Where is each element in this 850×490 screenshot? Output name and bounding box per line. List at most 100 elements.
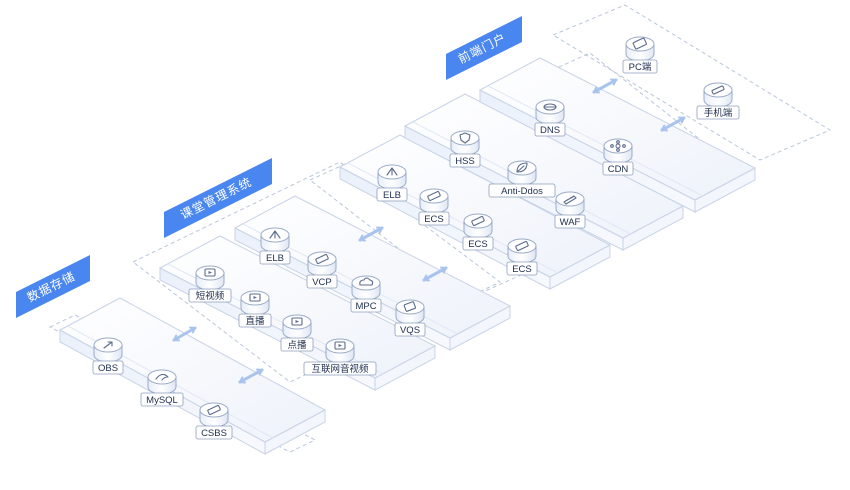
- service-label-box: [188, 288, 232, 303]
- upload-arrow-icon: [103, 341, 113, 349]
- connector-arrow-3: [422, 266, 448, 282]
- service-label-box: [449, 153, 481, 168]
- service-node-elb-2-0[interactable]: ELB: [376, 164, 408, 202]
- service-label: Anti-Ddos: [501, 186, 543, 197]
- server-icon: [427, 190, 441, 202]
- service-label-box: [554, 214, 586, 229]
- zone-title-banner-3: 前端门户: [446, 16, 522, 80]
- pc-icon: [632, 37, 647, 50]
- service-node-obs-0-0[interactable]: OBS: [92, 337, 124, 375]
- mobile-icon: [711, 85, 725, 95]
- vod-icon: [291, 317, 303, 326]
- service-label: DNS: [540, 125, 560, 136]
- service-node-mysql-0-1[interactable]: MySQL: [140, 369, 184, 407]
- service-label: 互联网音视频: [311, 363, 369, 375]
- av-icon: [334, 341, 346, 350]
- connector-arrow-2: [358, 226, 384, 242]
- connector-arrow-1: [238, 368, 264, 384]
- service-node-vqs-1-7[interactable]: VQS: [394, 299, 426, 337]
- zone-outline-1: [132, 161, 501, 383]
- service-label: 直播: [245, 315, 265, 327]
- service-label-box: [259, 250, 291, 265]
- service-node-anti-ddos-2-5[interactable]: Anti-Ddos: [488, 160, 556, 198]
- service-label: PC端: [629, 61, 652, 73]
- service-label-box: [350, 298, 382, 313]
- service-label: ECS: [512, 264, 532, 275]
- service-node-waf-2-6[interactable]: WAF: [554, 191, 586, 229]
- server-icon: [315, 253, 329, 265]
- service-label-box: [462, 236, 494, 251]
- connector-arrow-4: [592, 78, 618, 94]
- service-node-elb-1-4[interactable]: ELB: [259, 227, 291, 265]
- service-label-box: [394, 322, 426, 337]
- service-label: VCP: [312, 277, 332, 288]
- service-label-box: [303, 361, 377, 376]
- zone-outline-3: [551, 4, 832, 161]
- service-label: WAF: [560, 217, 581, 228]
- dolphin-icon: [155, 373, 169, 381]
- service-node-csbs-0-2[interactable]: CSBS: [195, 402, 233, 440]
- service-label-box: [306, 274, 338, 289]
- service-node-ecs-2-3[interactable]: ECS: [506, 238, 538, 276]
- service-label: MPC: [355, 301, 376, 312]
- service-label-box: [506, 261, 538, 276]
- service-label: OBS: [98, 363, 118, 374]
- service-node-ecs-2-1[interactable]: ECS: [418, 188, 450, 226]
- dns-icon: [543, 103, 557, 111]
- service-node-pc-3-2[interactable]: PC端: [622, 36, 658, 74]
- live-icon: [249, 293, 261, 302]
- service-label-box: [238, 313, 272, 328]
- service-label-box: [376, 187, 408, 202]
- service-label: MySQL: [146, 395, 178, 406]
- service-label-box: [195, 425, 233, 440]
- video-icon: [204, 268, 216, 277]
- service-node-dns-3-0[interactable]: DNS: [534, 99, 566, 137]
- service-node--3-3[interactable]: 手机端: [696, 82, 740, 120]
- service-node-hss-2-4[interactable]: HSS: [449, 130, 481, 168]
- service-node--1-2[interactable]: 点播: [280, 314, 314, 352]
- server-icon: [515, 240, 529, 252]
- service-label-box: [622, 59, 658, 74]
- service-label-box: [534, 122, 566, 137]
- service-label: ELB: [383, 190, 401, 201]
- shield-icon: [459, 132, 471, 144]
- cdn-icon: [610, 140, 626, 152]
- service-label: ECS: [468, 239, 488, 250]
- service-label: ECS: [424, 214, 444, 225]
- firewall-icon: [563, 195, 577, 205]
- service-label-box: [140, 392, 184, 407]
- connector-arrow-5: [660, 116, 686, 132]
- service-label-box: [418, 211, 450, 226]
- service-node-mpc-1-6[interactable]: MPC: [350, 275, 382, 313]
- service-label: VQS: [400, 325, 420, 336]
- connectors-layer: [172, 78, 686, 384]
- connector-arrow-0: [172, 326, 197, 342]
- leaf-icon: [516, 162, 528, 173]
- service-node-cdn-3-1[interactable]: CDN: [602, 138, 634, 176]
- cloud-icon: [359, 277, 374, 286]
- zone-title-banner-0: 数据存储: [16, 255, 90, 318]
- service-node--1-3[interactable]: 互联网音视频: [303, 338, 377, 376]
- service-label-box: [602, 161, 634, 176]
- elb-icon: [386, 167, 398, 176]
- service-label: HSS: [455, 156, 475, 167]
- service-label: CDN: [608, 164, 629, 175]
- service-label-box: [696, 105, 740, 120]
- service-node-ecs-2-2[interactable]: ECS: [462, 213, 494, 251]
- service-node--1-1[interactable]: 直播: [238, 290, 272, 328]
- service-label-box: [280, 337, 314, 352]
- service-label: 点播: [287, 339, 307, 351]
- service-node--1-0[interactable]: 短视频: [188, 265, 232, 303]
- service-label: 手机端: [704, 107, 733, 119]
- service-node-vcp-1-5[interactable]: VCP: [306, 251, 338, 289]
- service-label-box: [488, 183, 556, 198]
- service-label: 短视频: [196, 290, 225, 302]
- backup-icon: [207, 404, 221, 416]
- service-label: CSBS: [201, 428, 227, 439]
- server-icon: [471, 215, 485, 227]
- service-label: ELB: [266, 253, 284, 264]
- service-label-box: [92, 360, 124, 375]
